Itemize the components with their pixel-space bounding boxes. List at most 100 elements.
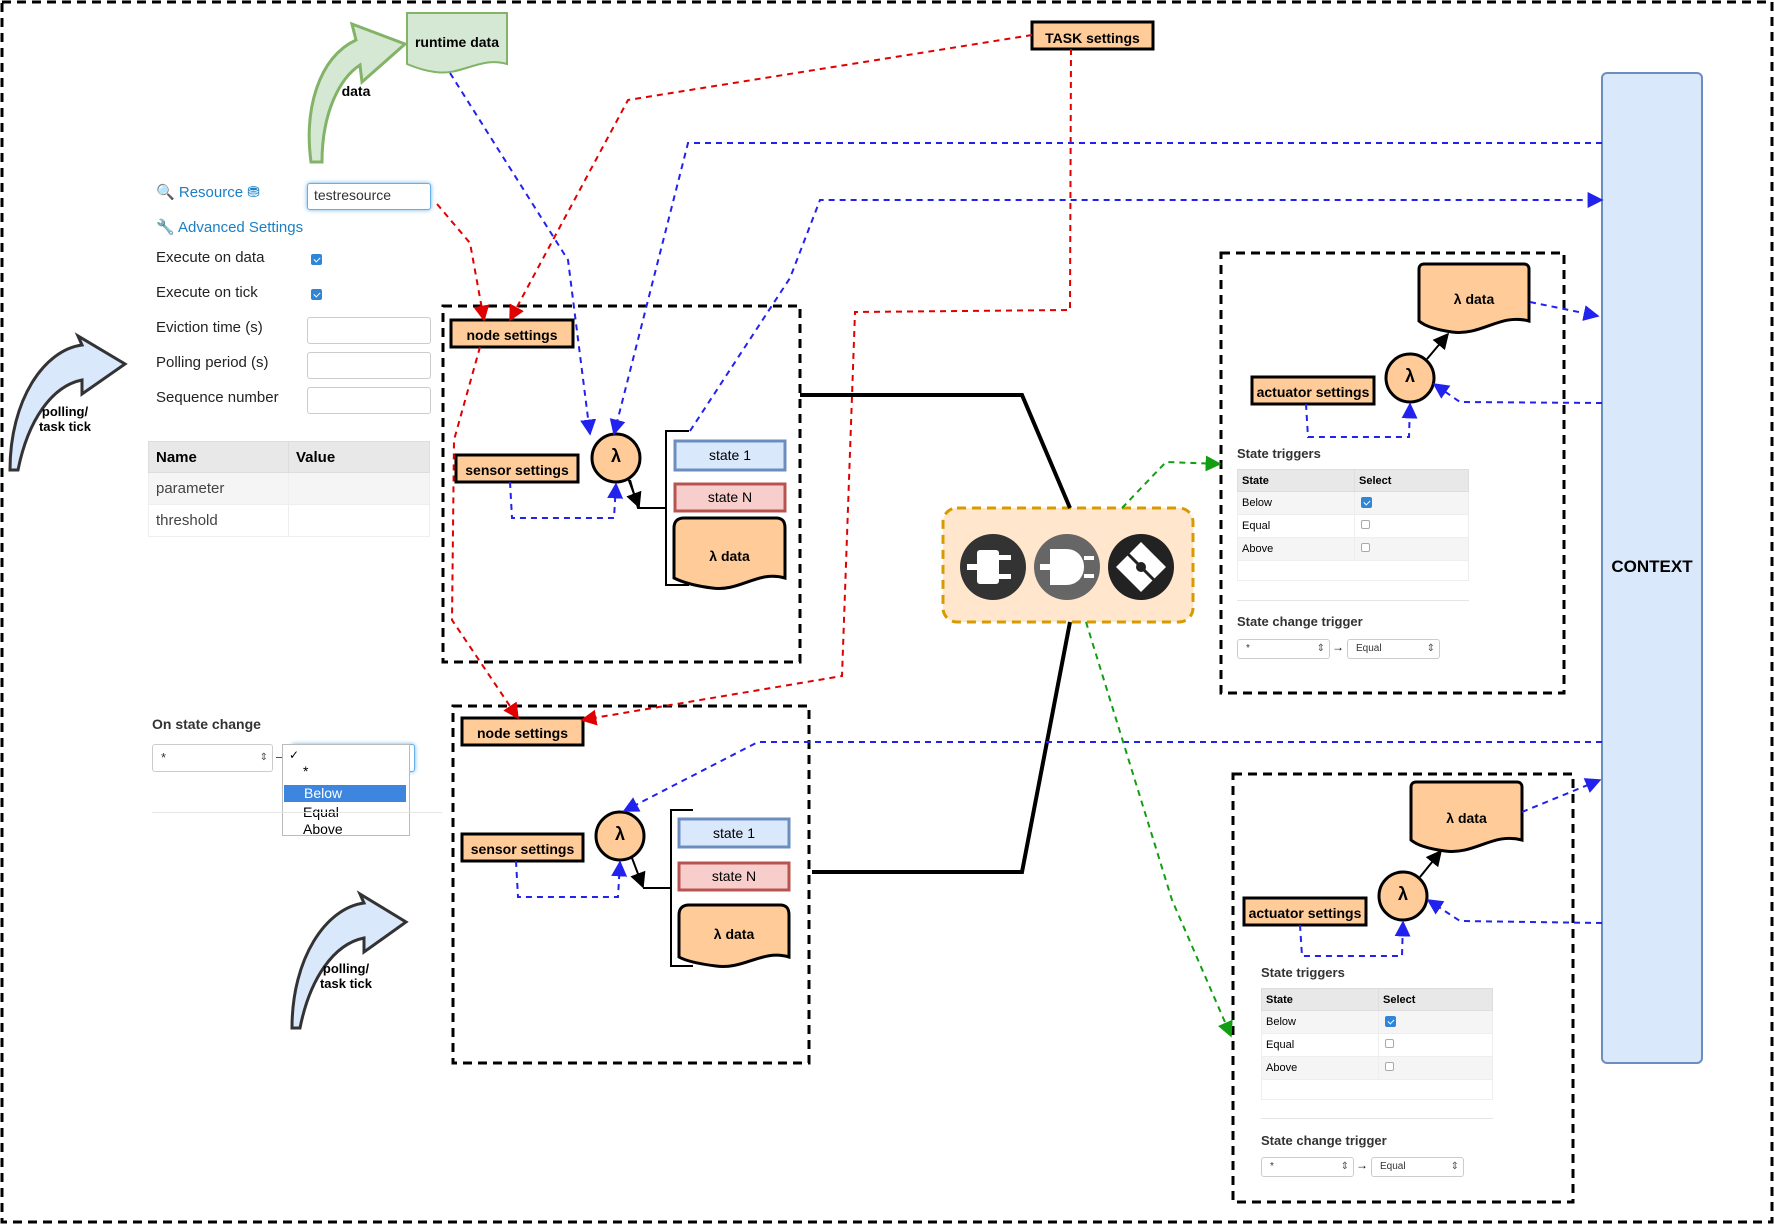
polling-label-bottom-line1: polling/ — [322, 961, 370, 976]
state-from-select[interactable]: * — [152, 744, 273, 772]
polling-label-bottom: polling/ task tick — [311, 961, 381, 991]
advanced-settings-link[interactable]: 🔧 Advanced Settings — [156, 218, 303, 236]
equal-checkbox-top[interactable] — [1361, 520, 1370, 529]
blue-arrow-runtime-to-lambda — [449, 72, 597, 436]
polling-label-top: polling/ task tick — [30, 404, 100, 434]
plug-outline-icon — [1034, 534, 1100, 600]
resource-link[interactable]: 🔍 Resource ⛃ — [156, 183, 260, 201]
threshold-value-cell[interactable] — [288, 504, 430, 537]
actuator-settings-label-bottom: actuator settings — [1248, 905, 1362, 921]
column-header-state: State — [1237, 469, 1355, 492]
polling-arrow-icon-bottom — [290, 890, 409, 1030]
trigger-to-select-bottom[interactable]: Equal — [1371, 1157, 1464, 1177]
execute-on-tick-checkbox[interactable] — [311, 289, 322, 300]
threshold-name-cell: threshold — [148, 504, 289, 537]
state-change-trigger-title-bottom: State change trigger — [1261, 1133, 1387, 1148]
table-row[interactable]: threshold — [148, 504, 430, 537]
lambda-circle-actuator-bottom — [1377, 870, 1429, 922]
search-icon: 🔍 — [156, 184, 175, 201]
dropdown-option[interactable]: * — [303, 763, 309, 779]
polling-period-input[interactable] — [307, 352, 431, 379]
green-arrow-hub-to-actuator-top — [1121, 455, 1222, 509]
below-checkbox-bottom[interactable] — [1385, 1016, 1396, 1027]
red-arrow-node-to-node — [450, 346, 519, 720]
table-row[interactable]: Equal — [1261, 1033, 1493, 1057]
dropdown-option-selected[interactable]: Below — [284, 785, 406, 802]
actuator-group-bottom — [1231, 772, 1575, 1204]
column-header-select: Select — [1354, 469, 1469, 492]
polling-period-label: Polling period (s) — [156, 354, 269, 371]
lambda-data-doc-actuator-top — [1417, 262, 1531, 334]
on-state-change-title: On state change — [152, 716, 261, 732]
context-label: CONTEXT — [1611, 557, 1693, 576]
lambda-circle-actuator-top — [1384, 352, 1436, 404]
actuator-settings-box-top — [1250, 375, 1376, 406]
trigger-from-select-bottom[interactable]: * — [1261, 1157, 1354, 1177]
trigger-from-select-top[interactable]: * — [1237, 639, 1330, 659]
dropdown-check-icon: ✓ — [289, 748, 300, 762]
resource-input[interactable]: testresource — [307, 183, 431, 210]
divider — [1237, 600, 1469, 601]
blue-arrow-context-to-actuator-lambda-bottom — [1426, 899, 1603, 924]
sensor-settings-box-bottom — [460, 832, 585, 863]
state-1-label-top: state 1 — [708, 447, 752, 463]
sensor-settings-label-top: sensor settings — [465, 462, 569, 478]
eviction-time-input[interactable] — [307, 317, 431, 344]
execute-on-data-label: Execute on data — [156, 249, 265, 266]
node-settings-label-top: node settings — [466, 327, 558, 343]
table-row[interactable]: Below — [1237, 491, 1469, 515]
state-1-label-bottom: state 1 — [712, 825, 756, 841]
connection-bottom-node — [812, 621, 1072, 874]
lambda-data-label-actuator-top: λ data — [1453, 291, 1495, 307]
lambda-label-actuator-bottom: λ — [1397, 884, 1408, 904]
table-row[interactable]: Above — [1237, 537, 1469, 561]
puzzle-icon — [1108, 534, 1174, 600]
below-checkbox-top[interactable] — [1361, 497, 1372, 508]
table-row[interactable]: Equal — [1237, 514, 1469, 538]
lambda-data-doc-top — [672, 516, 787, 590]
state-change-trigger-title-top: State change trigger — [1237, 614, 1363, 629]
state-n-label-bottom: state N — [711, 868, 757, 884]
state-triggers-title-bottom: State triggers — [1261, 965, 1345, 980]
above-checkbox-top[interactable] — [1361, 543, 1370, 552]
above-checkbox-bottom[interactable] — [1385, 1062, 1394, 1071]
table-row[interactable]: Below — [1261, 1010, 1493, 1034]
blue-arrow-actuator-data-to-context-bottom — [1521, 778, 1602, 813]
sensor-settings-box-top — [454, 453, 580, 484]
eviction-time-label: Eviction time (s) — [156, 319, 263, 336]
trigger-to-select-top[interactable]: Equal — [1347, 639, 1440, 659]
state-cell: Equal — [1261, 1033, 1379, 1057]
polling-label-top-line1: polling/ — [41, 404, 89, 419]
column-header-state: State — [1261, 988, 1379, 1011]
state-cell: Below — [1261, 1010, 1379, 1034]
task-settings-label: TASK settings — [1045, 30, 1140, 46]
table-row[interactable]: parameter — [148, 472, 430, 505]
state-n-box-top — [673, 482, 787, 513]
resource-label: Resource — [178, 184, 244, 201]
node-settings-box-bottom — [460, 716, 585, 747]
state-triggers-header: State Select — [1237, 469, 1469, 492]
parameter-value-cell[interactable] — [288, 472, 430, 505]
parameter-name-cell: parameter — [148, 472, 289, 505]
dropdown-option[interactable]: Above — [303, 821, 343, 836]
sequence-number-input[interactable] — [307, 387, 431, 414]
lambda-data-label-bottom: λ data — [713, 926, 755, 942]
lambda-label-bottom: λ — [614, 824, 625, 844]
node-settings-label-bottom: node settings — [476, 725, 568, 741]
actuator-group-top — [1219, 251, 1566, 695]
divider — [1261, 1118, 1493, 1119]
column-header-value: Value — [288, 441, 430, 473]
equal-checkbox-bottom[interactable] — [1385, 1039, 1394, 1048]
runtime-data-label: runtime data — [414, 34, 499, 50]
sensor-settings-label-bottom: sensor settings — [470, 841, 575, 857]
column-header-name: Name — [148, 441, 289, 473]
table-row[interactable]: Above — [1261, 1056, 1493, 1080]
lambda-data-doc-bottom — [677, 903, 791, 969]
execute-on-data-checkbox[interactable] — [311, 254, 322, 265]
state-n-label-top: state N — [707, 489, 753, 505]
state-triggers-header: State Select — [1261, 988, 1493, 1011]
context-panel — [1601, 72, 1703, 1064]
blue-arrow-actuator-data-to-context-top — [1529, 301, 1600, 321]
state-n-box-bottom — [677, 861, 791, 892]
connection-top-node — [800, 393, 1072, 509]
